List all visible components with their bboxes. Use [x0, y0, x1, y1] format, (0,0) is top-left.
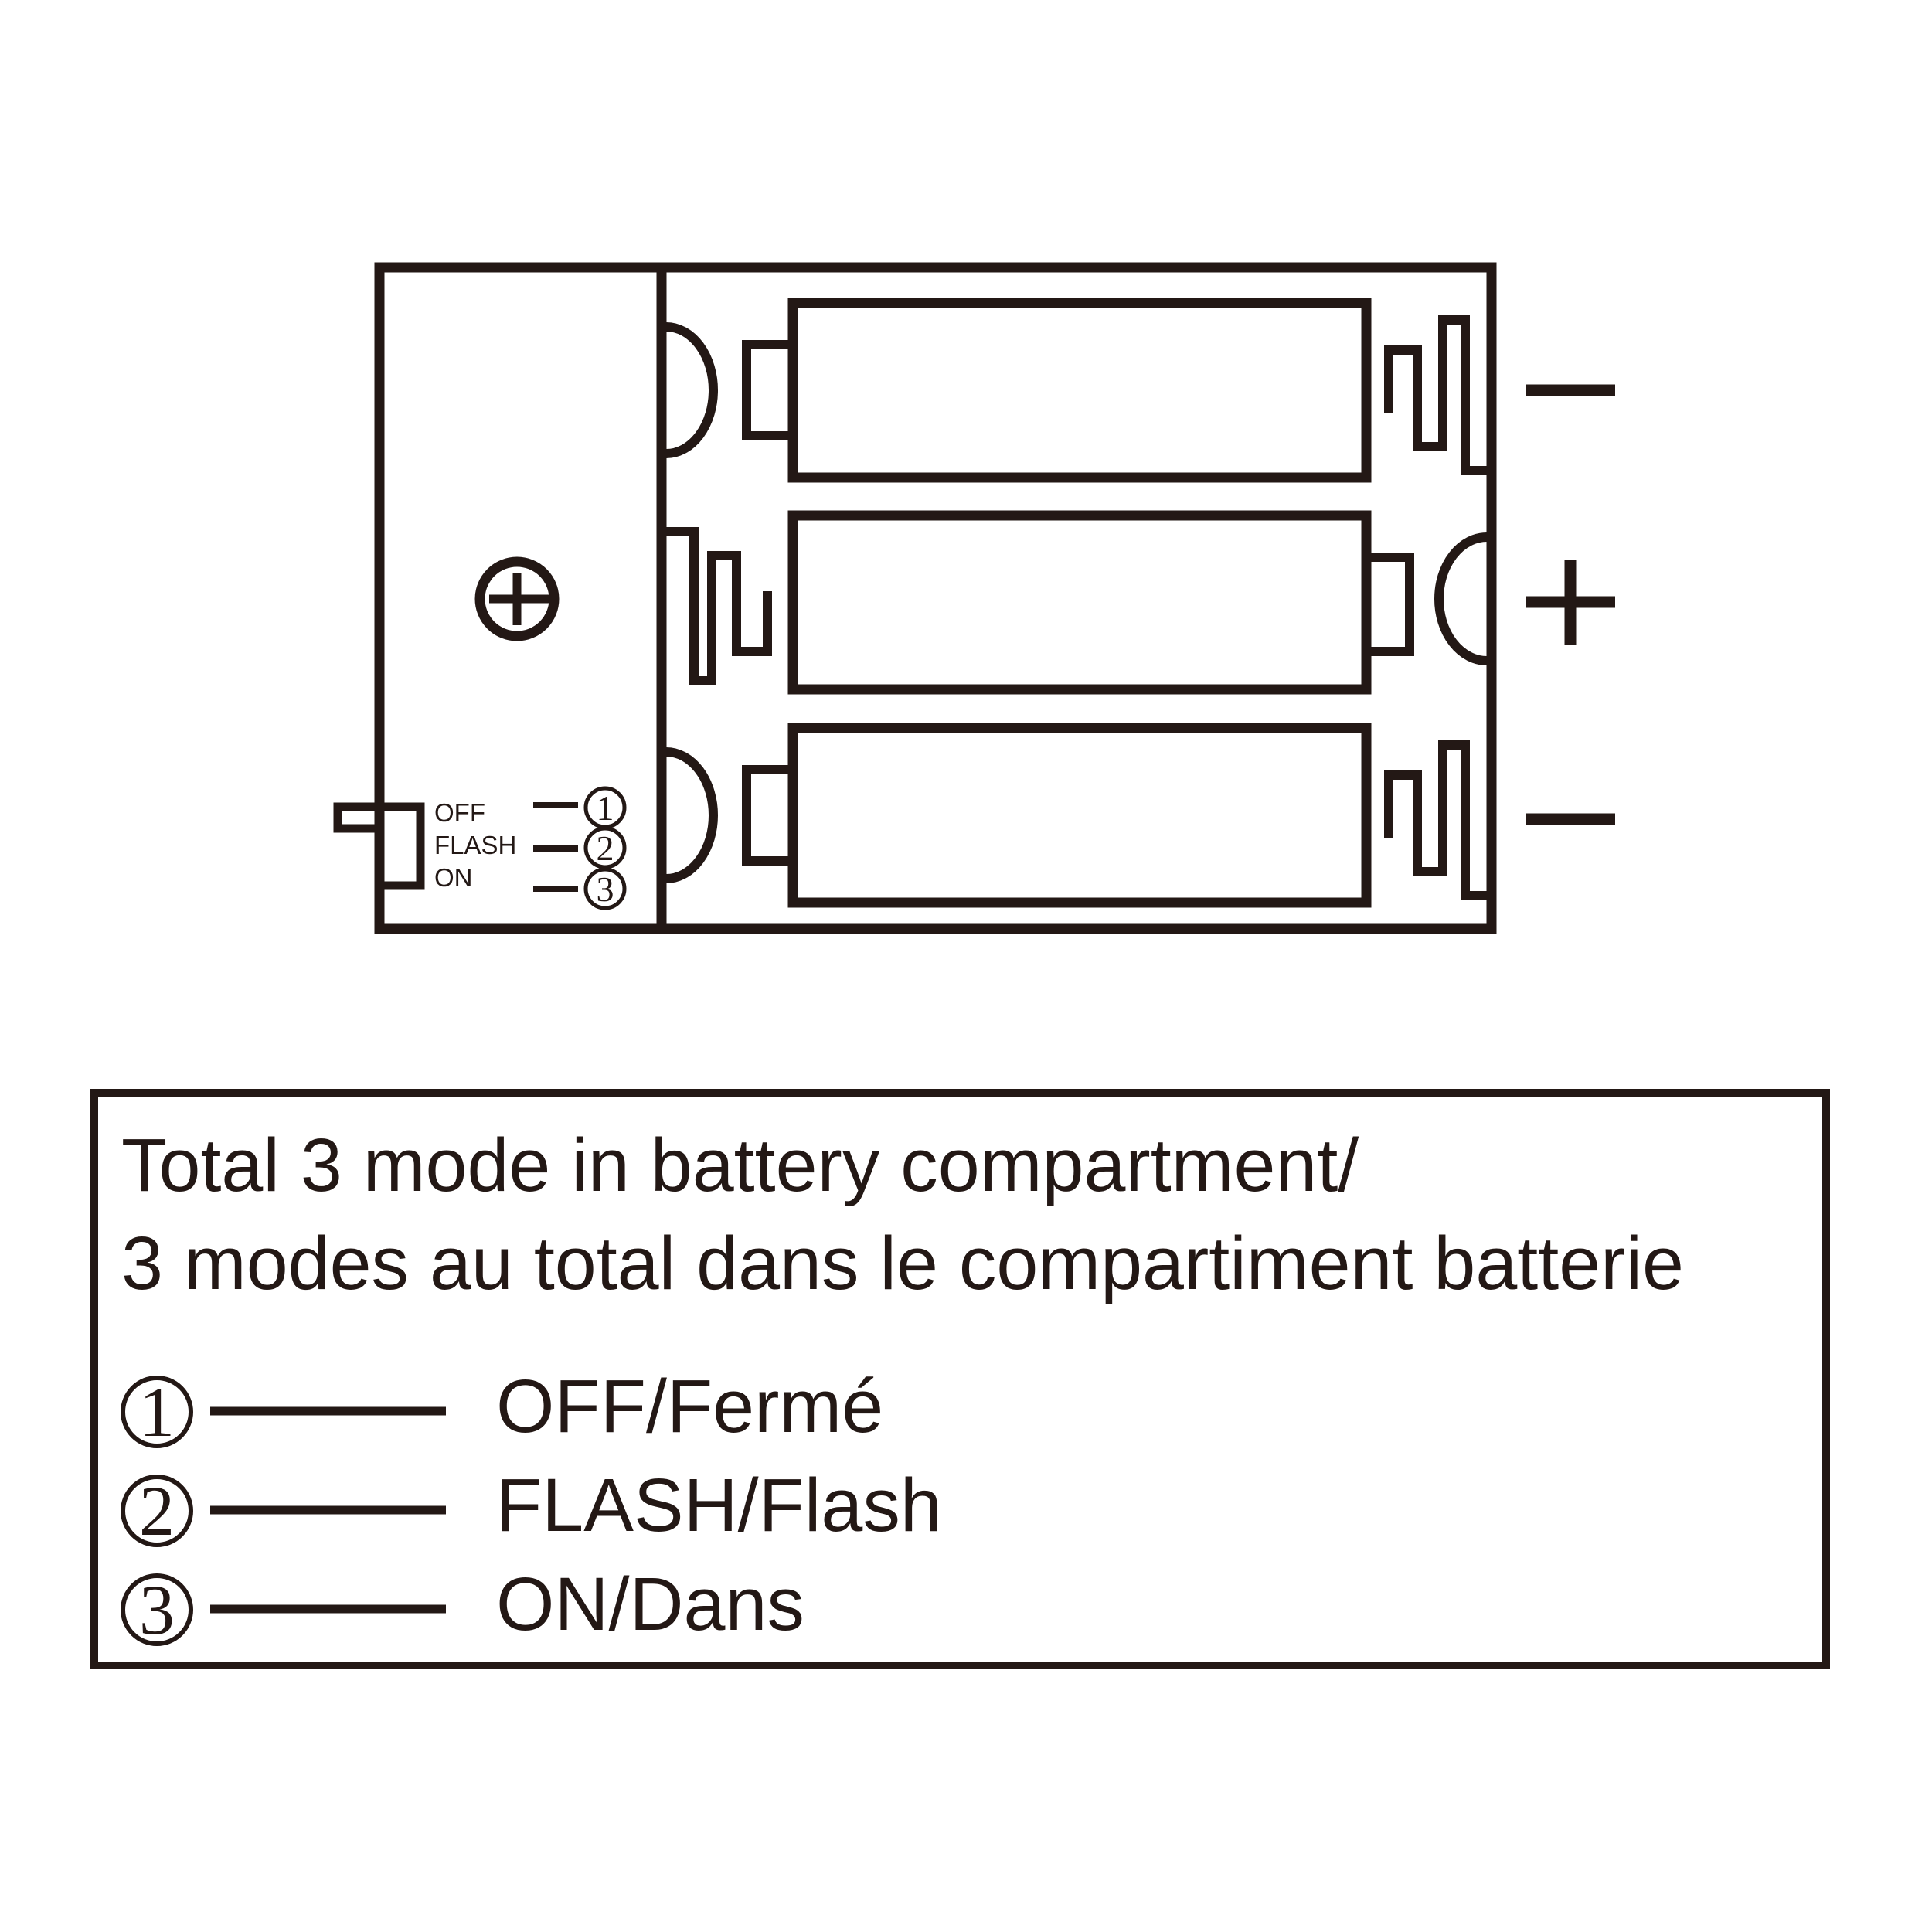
legend-row-2: 2 FLASH/Flash	[121, 1463, 942, 1550]
legend-box	[90, 1089, 1830, 1669]
switch-knob	[333, 802, 383, 833]
battery-2-spring	[657, 527, 772, 685]
callout-number-1: 1	[597, 788, 614, 828]
legend-number-2: 2	[139, 1471, 175, 1550]
legend-row-3: 3 ON/Dans	[121, 1562, 804, 1649]
callout-circle-3	[583, 867, 627, 910]
battery-1	[787, 298, 1372, 483]
circled-2-icon: 2	[583, 826, 627, 869]
battery-2	[787, 510, 1372, 695]
legend-number-1: 1	[139, 1372, 175, 1451]
legend-label-1: OFF/Fermé	[496, 1364, 883, 1448]
plus-icon	[1526, 560, 1615, 645]
legend-circle-3	[121, 1573, 193, 1646]
circled-1-icon: 1	[583, 786, 627, 829]
legend: Total 3 mode in battery compartment/ 3 m…	[90, 1089, 1830, 1669]
callout-number-2: 2	[597, 828, 614, 868]
callout-number-3: 3	[597, 869, 614, 909]
switch-label-flash: FLASH	[434, 831, 516, 859]
switch-body	[374, 802, 425, 890]
battery-1-spring	[1384, 315, 1496, 475]
legend-circle-2	[121, 1475, 193, 1547]
legend-label-2: FLASH/Flash	[496, 1463, 942, 1547]
legend-title-line1: Total 3 mode in battery compartment/	[121, 1123, 1359, 1207]
callout-circle-2	[583, 826, 627, 869]
battery-3-contact-bump	[665, 747, 718, 883]
battery-3	[787, 723, 1372, 908]
battery-3-spring	[1384, 740, 1496, 900]
battery-compartment-diagram: OFF FLASH ON 1 2 3	[333, 262, 1615, 934]
battery-1-contact-tab	[742, 340, 798, 440]
legend-row-1: 1 OFF/Fermé	[121, 1364, 883, 1451]
legend-circle-1	[121, 1376, 193, 1448]
battery-1-contact-bump	[665, 322, 718, 458]
switch-label-on: ON	[434, 863, 473, 892]
legend-label-3: ON/Dans	[496, 1562, 804, 1646]
screw-head	[474, 556, 560, 641]
circled-3-icon: 3	[583, 867, 627, 910]
switch-label-off: OFF	[434, 798, 485, 827]
legend-number-3: 3	[139, 1570, 175, 1649]
compartment-outline	[374, 262, 1497, 934]
phillips-screw-icon	[474, 556, 560, 641]
mode-switch	[333, 802, 425, 890]
battery-2-contact-tab	[1362, 553, 1414, 656]
legend-title-line2: 3 modes au total dans le compartiment ba…	[121, 1221, 1684, 1305]
battery-2-contact-bump	[1434, 532, 1488, 665]
battery-3-contact-tab	[742, 765, 798, 866]
